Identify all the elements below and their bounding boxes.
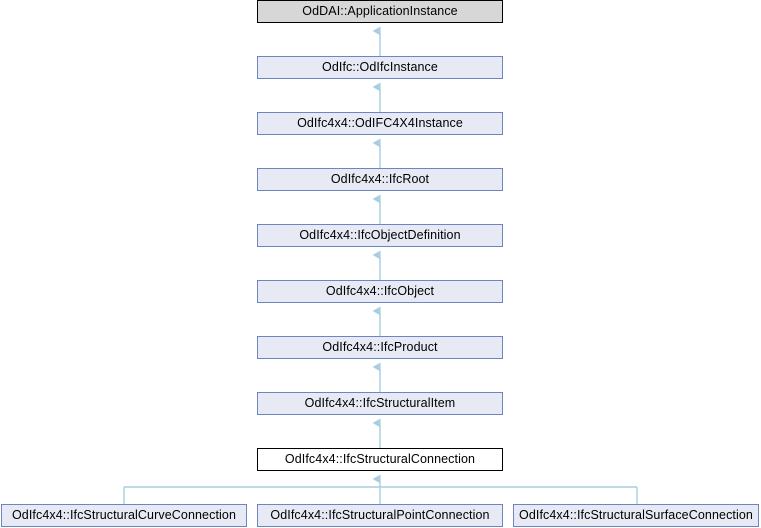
node-label-odifc4x4-instance: OdIfc4x4::OdIFC4X4Instance (297, 116, 463, 131)
node-label-ifc-object: OdIfc4x4::IfcObject (325, 284, 435, 299)
node-label-ifc-structural-item: OdIfc4x4::IfcStructuralItem (304, 396, 456, 411)
node-label-ifc-structural-connection: OdIfc4x4::IfcStructuralConnection (284, 452, 476, 467)
node-label-ifc-structural-curve-connection: OdIfc4x4::IfcStructuralCurveConnection (11, 508, 237, 523)
node-label-ifc-root: OdIfc4x4::IfcRoot (330, 172, 430, 187)
node-ifc-product[interactable]: OdIfc4x4::IfcProduct (257, 336, 503, 359)
node-ifc-structural-point-connection[interactable]: OdIfc4x4::IfcStructuralPointConnection (257, 504, 503, 527)
node-ifc-structural-item[interactable]: OdIfc4x4::IfcStructuralItem (257, 392, 503, 415)
node-label-ifc-product: OdIfc4x4::IfcProduct (322, 340, 438, 355)
node-odifc4x4-instance[interactable]: OdIfc4x4::OdIFC4X4Instance (257, 112, 503, 135)
node-label-odifc-instance: OdIfc::OdIfcInstance (322, 60, 438, 75)
node-ifc-structural-surface-connection[interactable]: OdIfc4x4::IfcStructuralSurfaceConnection (513, 504, 759, 527)
node-ifc-object[interactable]: OdIfc4x4::IfcObject (257, 280, 503, 303)
node-ifc-structural-connection[interactable]: OdIfc4x4::IfcStructuralConnection (257, 448, 503, 471)
node-label-ifc-structural-surface-connection: OdIfc4x4::IfcStructuralSurfaceConnection (519, 508, 753, 523)
node-odifc-instance[interactable]: OdIfc::OdIfcInstance (257, 56, 503, 79)
node-ifc-root[interactable]: OdIfc4x4::IfcRoot (257, 168, 503, 191)
node-application-instance[interactable]: OdDAI::ApplicationInstance (257, 0, 503, 23)
node-ifc-object-definition[interactable]: OdIfc4x4::IfcObjectDefinition (257, 224, 503, 247)
node-ifc-structural-curve-connection[interactable]: OdIfc4x4::IfcStructuralCurveConnection (1, 504, 247, 527)
node-label-ifc-object-definition: OdIfc4x4::IfcObjectDefinition (299, 228, 461, 243)
node-label-application-instance: OdDAI::ApplicationInstance (302, 4, 458, 19)
node-label-ifc-structural-point-connection: OdIfc4x4::IfcStructuralPointConnection (270, 508, 490, 523)
